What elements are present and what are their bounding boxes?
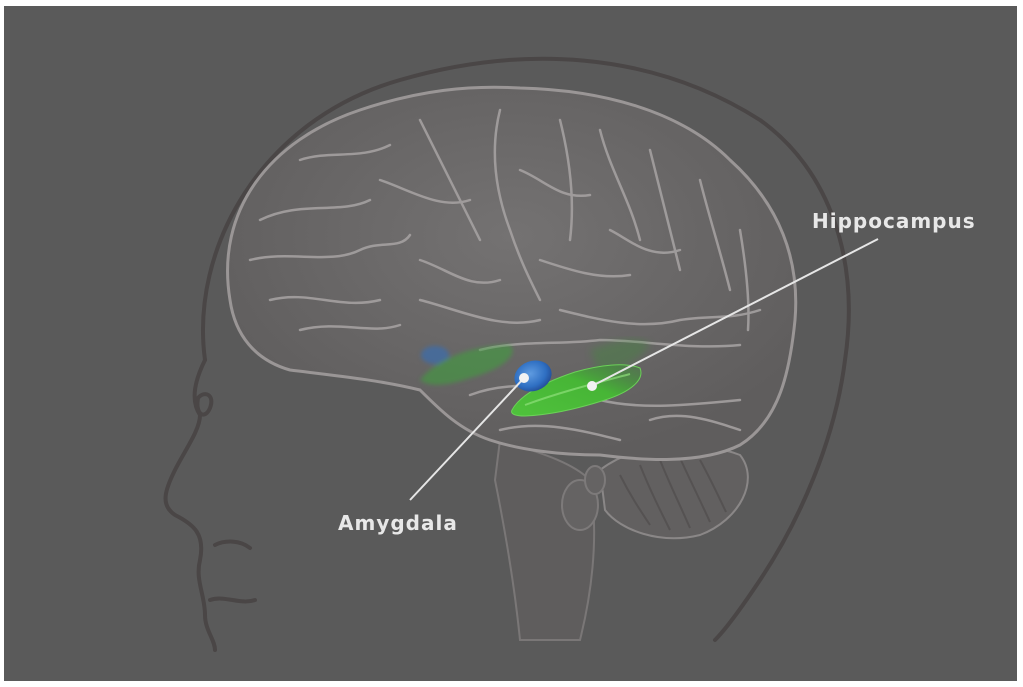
diagram-canvas: Hippocampus Amygdala bbox=[4, 6, 1017, 681]
hippocampus-marker-dot bbox=[587, 381, 597, 391]
amygdala-marker-dot bbox=[519, 373, 529, 383]
brainstem bbox=[493, 438, 606, 641]
cerebrum bbox=[226, 85, 798, 461]
contralateral-structures bbox=[420, 345, 513, 385]
amygdala-label: Amygdala bbox=[338, 511, 458, 535]
amygdala-leader-line bbox=[409, 377, 525, 501]
brain-illustration bbox=[163, 56, 879, 652]
cerebellum bbox=[598, 444, 749, 540]
head-outline bbox=[163, 56, 851, 652]
amygdala-structure bbox=[514, 360, 552, 392]
leader-lines bbox=[409, 238, 879, 501]
hippocampus-leader-line bbox=[591, 238, 879, 387]
hippocampus-label: Hippocampus bbox=[812, 209, 976, 233]
